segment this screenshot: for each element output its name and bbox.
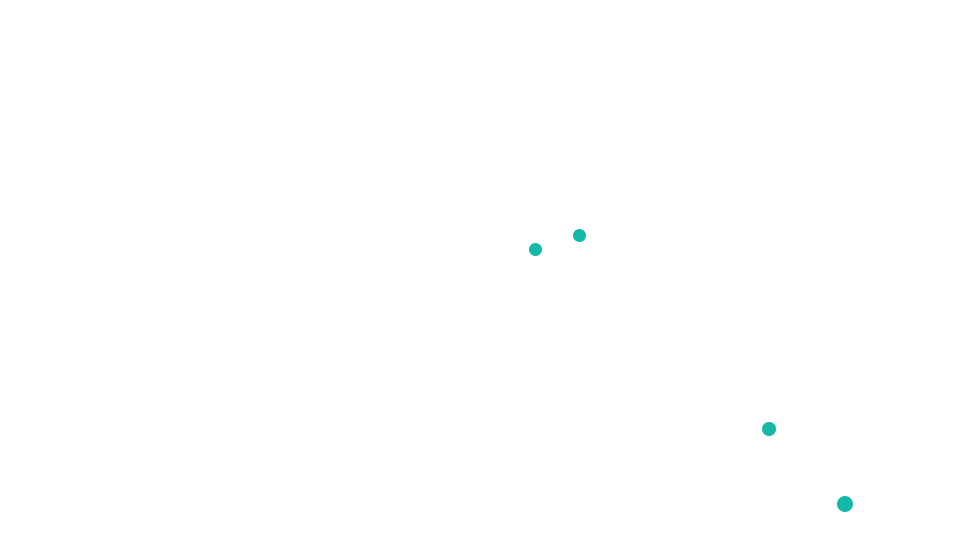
teal-dot bbox=[573, 229, 586, 242]
teal-dot bbox=[762, 422, 776, 436]
teal-dot bbox=[529, 243, 542, 256]
teal-dot bbox=[837, 496, 853, 512]
